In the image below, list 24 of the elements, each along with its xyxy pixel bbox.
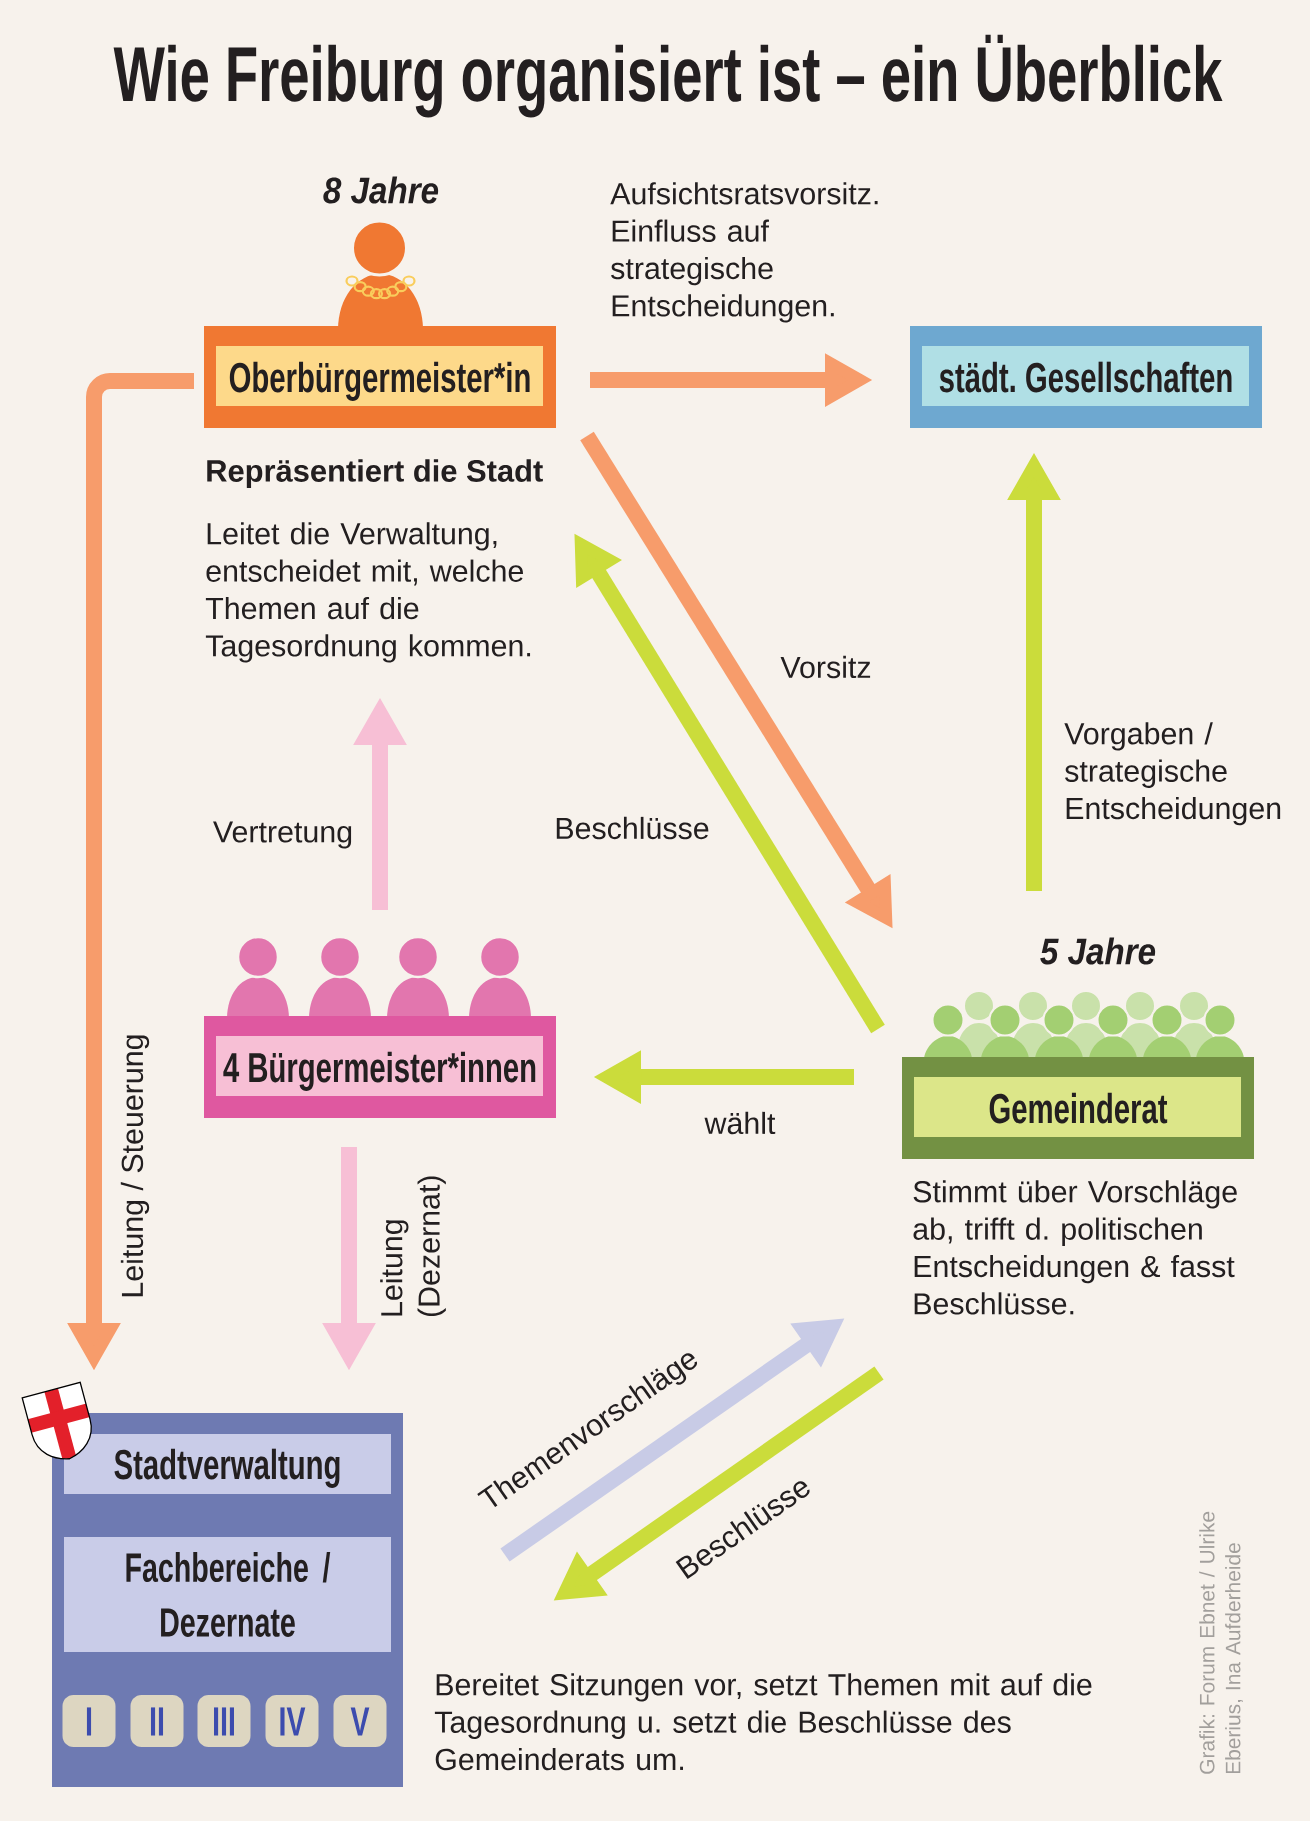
description-text: Bereitet Sitzungen vor, setzt Themen mit auf die Tagesordnung u. setzt die Beschlüsse des Gemeinderats um. [434,1673,1092,1771]
numeral-tile: I [62,1695,116,1747]
edge-label: wählt [704,1111,776,1135]
framed-box: Gemeinderat [902,1057,1254,1159]
text-band: Fachbereiche / Dezernate [64,1537,391,1652]
numeral-tile: IV [265,1695,319,1747]
edge-label: Vorgaben / strategische Entscheidungen [1064,722,1281,826]
description-text: Stimmt über Vorschläge ab, trifft d. politischen Entscheidungen & fasst Beschlüsse. [913,1180,1237,1315]
description-text: Leitet die Verwaltung, entscheidet mit, welche Themen auf die Tagesordnung kommen. [205,522,531,663]
edge-label: Leitung (Dezernat) [380,1176,446,1317]
framed-box: städt. Gesellschaften [910,326,1262,428]
numeral-tile: V [333,1695,387,1747]
duration-label: 8 Jahre [323,176,439,204]
duration-label: 5 Jahre [1040,937,1156,965]
title: Wie Freiburg organisiert ist – ein Überblick [113,34,1223,118]
edge-label: Beschlüsse [556,816,709,840]
edge-label: Vertretung [213,821,352,849]
credit-text: Grafik: Forum Ebnet / Ulrike Eberius, Ina Aufderheide [1199,1511,1243,1774]
edge-label: Leitung / Steuerung [120,1035,150,1297]
numeral-tile: III [197,1695,251,1747]
subheading: Repräsentiert die Stadt [207,459,543,488]
numeral-tile: II [130,1695,184,1747]
edge-label: Vorsitz [780,655,871,679]
framed-box: 4 Bürgermeister*innen [204,1016,556,1118]
